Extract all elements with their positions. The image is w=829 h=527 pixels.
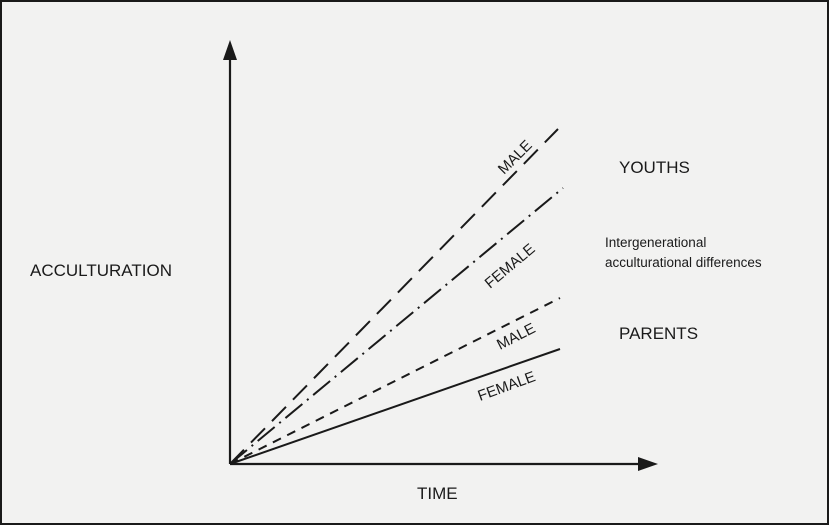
group-label-youths: YOUTHS (619, 158, 690, 177)
y-axis-label: ACCULTURATION (30, 261, 172, 280)
line-parent-female (229, 348, 561, 465)
line-youth-male (229, 128, 559, 465)
label-parent-female: FEMALE (476, 368, 538, 405)
label-parent-male: MALE (494, 320, 538, 354)
annotation-line-2: acculturational differences (605, 255, 762, 270)
x-axis-label: TIME (417, 484, 458, 503)
annotation-line-1: Intergenerational (605, 235, 706, 250)
line-youth-female (229, 187, 564, 465)
line-parent-male (229, 297, 561, 465)
group-label-parents: PARENTS (619, 324, 698, 343)
x-axis-arrowhead (638, 457, 658, 471)
y-axis-arrowhead (223, 40, 237, 60)
